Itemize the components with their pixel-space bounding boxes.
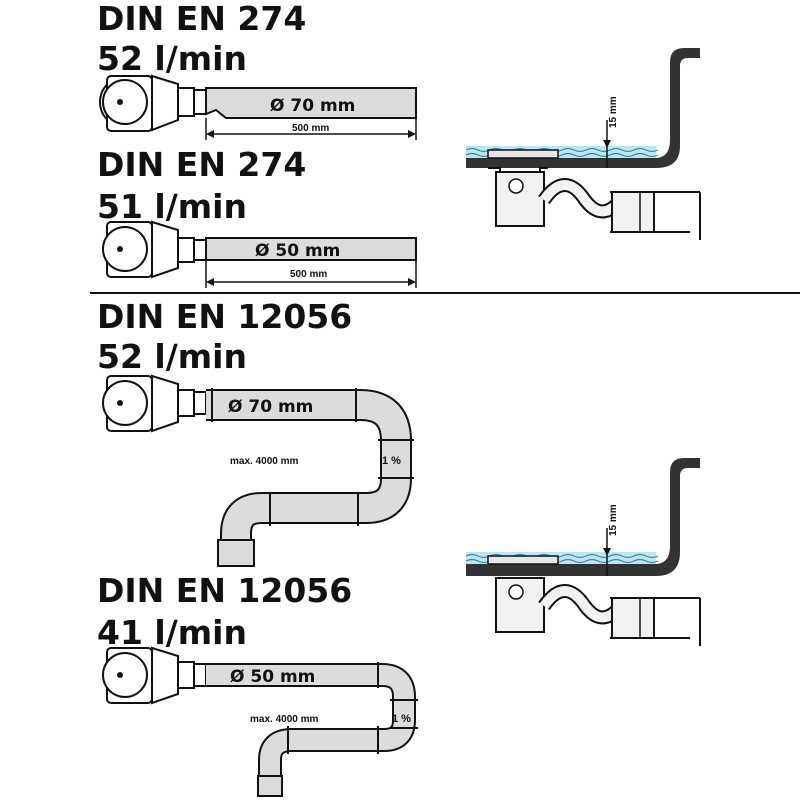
shower-tray-detail-1: 15 mm [465, 48, 701, 240]
pipe-diameter-label: Ø 70 mm [270, 96, 355, 116]
pipe-diameter-label: Ø 50 mm [230, 667, 315, 687]
water-height-label: 15 mm [608, 96, 619, 128]
section-2-flow: 51 l/min [97, 187, 247, 226]
pipe-length-label: 500 mm [290, 269, 327, 280]
section-din-en-12056-b: DIN EN 12056 41 l/min Ø 50 mm max. 4000 … [97, 571, 418, 797]
pipe-diameter-label: Ø 70 mm [228, 397, 313, 417]
water-height-label: 15 mm [608, 504, 619, 536]
slope-label: 1 % [392, 713, 411, 725]
pipe-50mm-short [205, 237, 417, 261]
drain-body-icon [102, 374, 207, 433]
drain-body-icon [99, 74, 207, 132]
drain-body-icon [102, 646, 207, 705]
section-din-en-274-a: DIN EN 274 52 l/min Ø 70 mm 500 mm [97, 0, 417, 140]
pipe-max-length-label: max. 4000 mm [250, 714, 318, 725]
section-4-flow: 41 l/min [97, 613, 247, 652]
pipe-length-label: 500 mm [292, 123, 329, 134]
slope-label: 1 % [382, 455, 401, 467]
section-1-standard: DIN EN 274 [97, 0, 306, 38]
pipe-max-length-label: max. 4000 mm [230, 456, 298, 467]
pipe-70mm-short [205, 87, 417, 119]
section-3-flow: 52 l/min [97, 337, 247, 376]
shower-tray-detail-2: 15 mm [465, 458, 701, 646]
section-din-en-12056-a: DIN EN 12056 52 l/min Ø 70 mm max. 4000 … [97, 297, 414, 567]
drain-body-icon [102, 220, 207, 279]
section-4-standard: DIN EN 12056 [97, 571, 352, 610]
section-1-flow: 52 l/min [97, 39, 247, 78]
section-2-standard: DIN EN 274 [97, 145, 306, 184]
pipe-70mm-long [206, 388, 414, 567]
section-3-standard: DIN EN 12056 [97, 297, 352, 336]
section-din-en-274-b: DIN EN 274 51 l/min Ø 50 mm 500 mm [97, 145, 417, 288]
pipe-50mm-long [206, 662, 418, 797]
pipe-diameter-label: Ø 50 mm [255, 241, 340, 261]
